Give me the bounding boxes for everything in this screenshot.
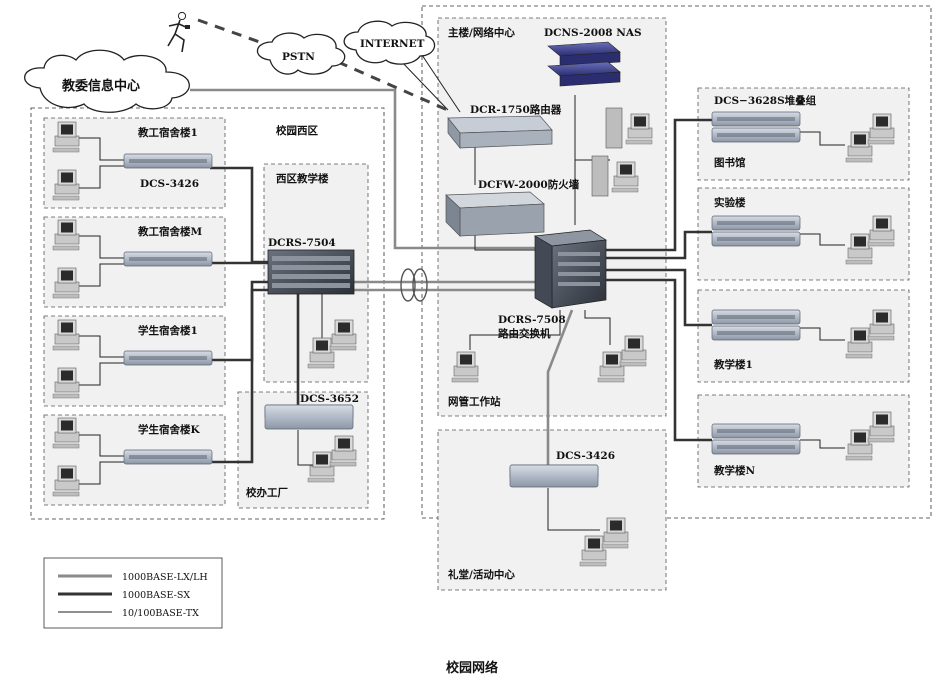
firewall-dcfw2000 [445, 191, 545, 237]
cloud-pstn [256, 32, 346, 75]
stack-lab-bottom [711, 231, 801, 247]
fiber-loop-2 [412, 268, 428, 302]
cloud-internet [343, 20, 436, 65]
fiber-loop-1 [400, 268, 416, 302]
switch-dcs3426-west [123, 153, 213, 169]
label-school-factory: 校办工厂 [246, 486, 288, 499]
label-student-dorm-1: 学生宿舍楼1 [138, 324, 198, 337]
figure-caption: 校园网络 [446, 660, 498, 676]
server-tower-2 [591, 155, 609, 197]
label-dcns2008: DCNS-2008 NAS [544, 27, 642, 39]
links-lx [190, 88, 574, 465]
core-zone [421, 5, 932, 519]
label-dcs3426-auditorium: DCS-3426 [556, 450, 615, 462]
label-nms: 网管工作站 [448, 395, 501, 408]
switch-dcs3652-body [264, 404, 354, 430]
label-library: 图书馆 [714, 156, 746, 169]
label-teaching-n: 教学楼N [713, 464, 755, 477]
label-dcs3652: DCS-3652 [300, 393, 359, 405]
label-teaching-1: 教学楼1 [713, 358, 753, 371]
label-staff-dorm-1: 教工宿舍楼1 [137, 126, 198, 139]
zone-auditorium [437, 429, 667, 591]
label-staff-dorm-m: 教工宿舍楼M [137, 225, 202, 238]
label-internet: INTERNET [360, 38, 425, 50]
mobile-user-icon [167, 11, 190, 53]
stack-teaching1-bottom [711, 325, 801, 341]
label-dcrs7508-sub: 路由交换机 [498, 327, 551, 340]
label-lab: 实验楼 [714, 196, 746, 209]
switch-dcs3426-auditorium-body [509, 464, 599, 488]
switch-student-dorm-1 [123, 350, 213, 366]
stack-lab-top [711, 215, 801, 231]
label-dcfw2000: DCFW-2000防火墙 [478, 178, 580, 191]
cloud-edu-center [24, 49, 190, 113]
legend-label-tx: 10/100BASE-TX [122, 608, 199, 619]
links-sx [210, 118, 712, 464]
legend-label-lx: 1000BASE-LX/LH [122, 572, 208, 583]
label-dcs3628s: DCS−3628S堆叠组 [714, 94, 817, 107]
label-dcs3426-west: DCS-3426 [140, 178, 199, 190]
label-auditorium: 礼堂/活动中心 [448, 568, 515, 581]
legend-label-sx: 1000BASE-SX [122, 590, 190, 601]
stack-library-top [711, 111, 801, 127]
label-west-campus: 校园西区 [276, 124, 318, 137]
switch-student-dorm-k [123, 449, 213, 465]
label-student-dorm-k: 学生宿舍楼K [138, 423, 200, 436]
label-pstn: PSTN [282, 51, 315, 63]
chassis-dcrs7508 [533, 229, 608, 309]
label-main-building: 主楼/网络中心 [448, 26, 515, 39]
west-campus-zone [30, 107, 385, 520]
stack-teachingn-top [711, 423, 801, 439]
nas-dcns2008 [547, 41, 621, 87]
chassis-dcrs7504 [267, 249, 355, 295]
label-dcr1750: DCR-1750路由器 [470, 103, 562, 116]
stack-teaching1-top [711, 309, 801, 325]
stack-teachingn-bottom [711, 439, 801, 455]
server-tower-1 [605, 107, 623, 149]
stack-library-bottom [711, 127, 801, 143]
label-dcrs7504: DCRS-7504 [268, 237, 336, 249]
switch-staff-dorm-m [123, 251, 213, 267]
label-west-teaching: 西区教学楼 [276, 172, 329, 185]
router-dcr1750 [447, 115, 553, 149]
label-edu-center: 教委信息中心 [61, 78, 140, 94]
links-dialup [197, 18, 453, 114]
label-dcrs7508: DCRS-7508 [498, 314, 566, 326]
